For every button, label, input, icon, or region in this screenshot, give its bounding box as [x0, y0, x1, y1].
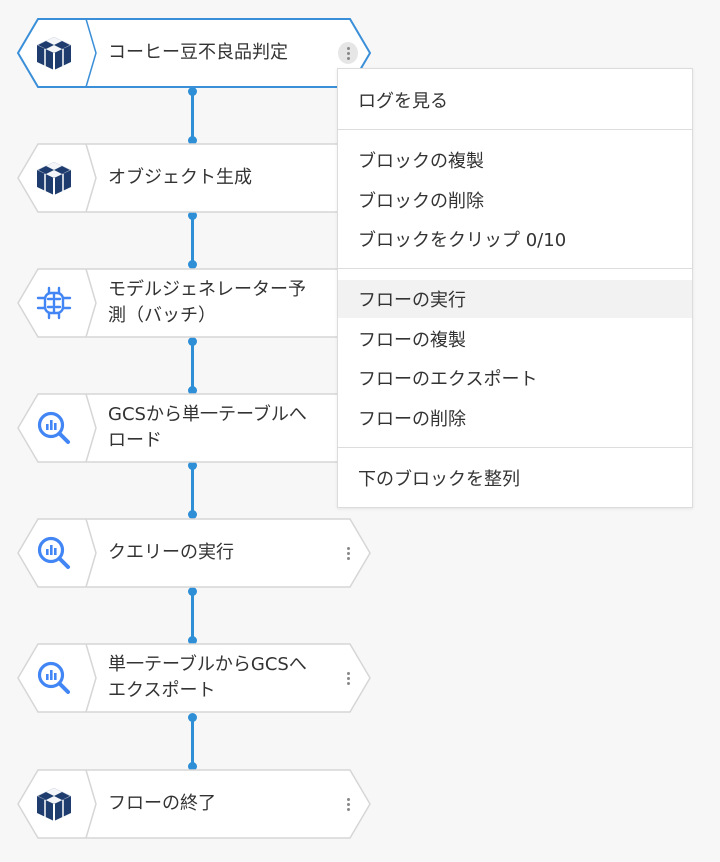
connector-2 — [188, 211, 197, 269]
connector-3 — [188, 337, 197, 395]
menu-item-clip-block[interactable]: ブロックをクリップ 0/10 — [358, 230, 567, 251]
block-label: GCSから単一テーブルへ ロード — [108, 404, 307, 451]
more-vert-icon[interactable] — [338, 542, 358, 564]
block-outline — [17, 643, 371, 713]
block-label: モデルジェネレーター予 測（バッチ） — [108, 279, 306, 326]
flow-block[interactable]: フローの終了 — [16, 769, 372, 839]
menu-divider — [338, 268, 692, 269]
connector-4 — [188, 461, 197, 519]
flow-block[interactable]: GCSから単一テーブルへ ロード — [16, 393, 372, 463]
flow-block[interactable]: モデルジェネレーター予 測（バッチ） — [16, 268, 372, 338]
block-context-menu: ログを見る ブロックの複製 ブロックの削除 ブロックをクリップ 0/10 フロー… — [337, 68, 693, 508]
block-outline — [17, 769, 371, 839]
bigquery-icon — [34, 533, 74, 573]
menu-item-duplicate-block[interactable]: ブロックの複製 — [358, 151, 484, 172]
menu-divider — [338, 447, 692, 448]
cube-logo-icon — [34, 158, 74, 198]
more-vert-icon[interactable] — [338, 667, 358, 689]
more-vert-icon[interactable] — [338, 793, 358, 815]
menu-item-delete-flow[interactable]: フローの削除 — [358, 409, 466, 430]
connector-5 — [188, 587, 197, 645]
connector-1 — [188, 87, 197, 145]
block-label: 単一テーブルからGCSへ エクスポート — [108, 654, 307, 701]
menu-item-view-logs[interactable]: ログを見る — [358, 91, 448, 112]
menu-item-duplicate-flow[interactable]: フローの複製 — [358, 330, 466, 351]
block-label: フローの終了 — [108, 793, 216, 814]
connector-6 — [188, 713, 197, 771]
cube-logo-icon — [34, 33, 74, 73]
brain-chip-icon — [34, 283, 74, 323]
flow-block[interactable]: コーヒー豆不良品判定 — [16, 18, 372, 88]
menu-item-delete-block[interactable]: ブロックの削除 — [358, 191, 484, 212]
cube-logo-icon — [34, 784, 74, 824]
flow-block[interactable]: 単一テーブルからGCSへ エクスポート — [16, 643, 372, 713]
block-label: クエリーの実行 — [108, 542, 234, 563]
menu-item-run-flow[interactable]: フローの実行 — [338, 280, 692, 318]
bigquery-icon — [34, 408, 74, 448]
block-label: コーヒー豆不良品判定 — [108, 42, 288, 63]
flow-block[interactable]: オブジェクト生成 — [16, 143, 372, 213]
bigquery-icon — [34, 658, 74, 698]
flow-block[interactable]: クエリーの実行 — [16, 518, 372, 588]
menu-item-align-blocks[interactable]: 下のブロックを整列 — [358, 469, 520, 490]
menu-divider — [338, 129, 692, 130]
block-label: オブジェクト生成 — [108, 167, 252, 188]
menu-item-export-flow[interactable]: フローのエクスポート — [358, 369, 538, 390]
more-vert-icon[interactable] — [338, 42, 358, 64]
block-outline — [17, 518, 371, 588]
